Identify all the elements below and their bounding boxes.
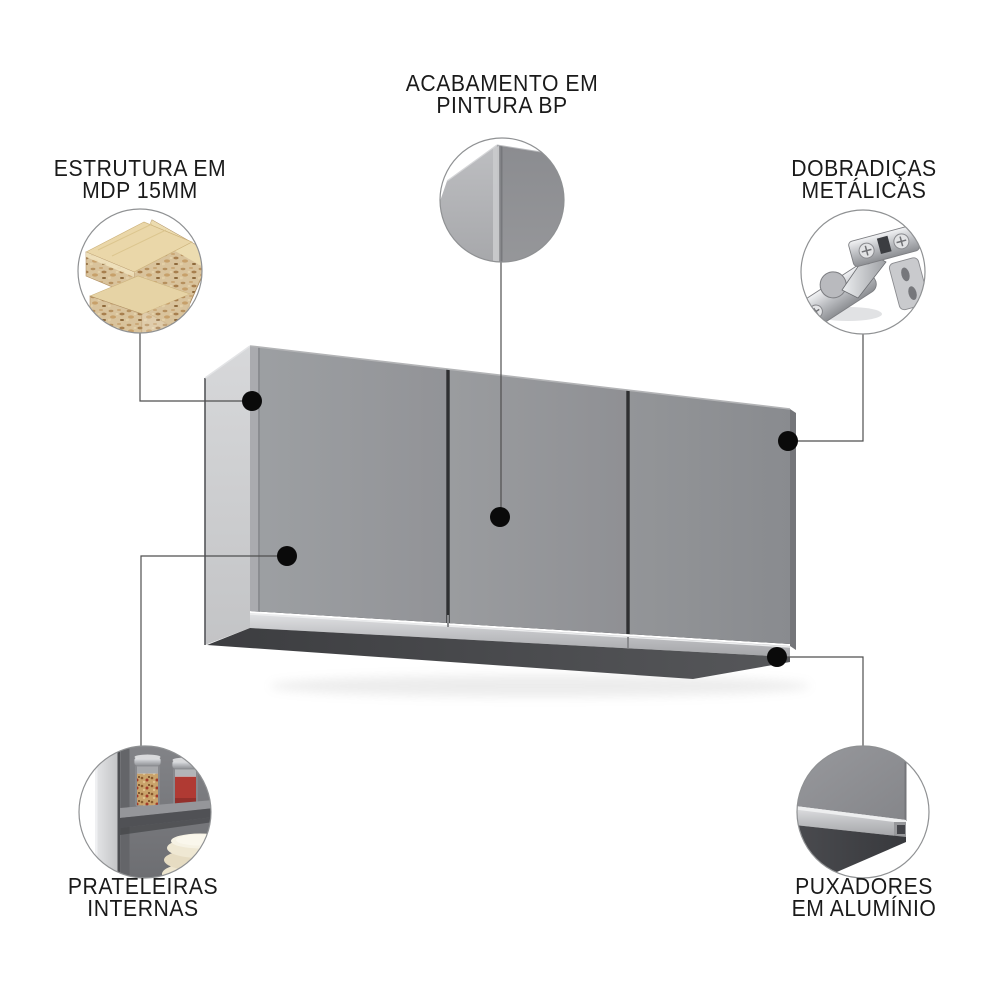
- cabinet-underside: [207, 628, 790, 679]
- shelf-front-edge: [120, 808, 211, 828]
- wood-grain-lines: [97, 223, 167, 257]
- circle-border: [78, 745, 212, 879]
- handle-strip-highlight: [249, 613, 791, 648]
- callout-dot-puxadores: [767, 647, 787, 667]
- feature-label-puxadores: PUXADORES EM ALUMÍNIO: [791, 873, 937, 921]
- door-edge-shadow: [117, 746, 120, 878]
- callout-dot-acabamento: [490, 507, 510, 527]
- painted-corner-line: [500, 146, 503, 262]
- door-right-edge: [904, 746, 907, 821]
- cabinet-right-edge: [790, 409, 796, 650]
- callout-dots: [242, 391, 798, 667]
- feature-photo-internal-shelves: [78, 745, 212, 879]
- glass-jar-red-spice: [171, 757, 200, 807]
- hinge-mounting-block: [848, 225, 920, 267]
- side-panel-top-edge: [204, 345, 251, 379]
- callout-line-estrutura: [139, 333, 252, 402]
- door-edge-highlight: [95, 746, 98, 878]
- circle-border: [439, 137, 565, 263]
- feature-photo-metal-hinge: [800, 209, 926, 335]
- painted-top-edge-left: [446, 144, 498, 182]
- callout-dot-dobradicas: [778, 431, 798, 451]
- feature-label-prateleiras: PRATELEIRAS INTERNAS: [67, 873, 219, 921]
- callout-dot-prateleiras: [277, 546, 297, 566]
- callout-line-dobradicas: [788, 334, 864, 442]
- shelf-top: [120, 800, 211, 818]
- mdp-bottom-board-side: [142, 294, 190, 333]
- glass-jar-granola: [133, 754, 162, 807]
- mdp-front-top-line: [86, 252, 134, 277]
- circle-border: [796, 745, 930, 879]
- feature-photo-aluminum-handle: [796, 745, 930, 879]
- feature-label-estrutura: ESTRUTURA EM MDP 15MM: [53, 155, 227, 203]
- cabinet-side-panel: [205, 346, 250, 645]
- open-door-edge: [96, 746, 120, 878]
- aluminum-profile-closeup: [797, 806, 906, 837]
- feature-label-dobradicas: DOBRADIÇAS METÁLICAS: [791, 155, 937, 203]
- circle-border: [77, 208, 203, 334]
- painted-corner-highlight: [493, 146, 499, 262]
- callout-dot-estrutura: [242, 391, 262, 411]
- callout-line-puxadores: [777, 656, 864, 746]
- cabinet-3-door-illustration: [204, 345, 810, 697]
- aluminum-handle-strip: [250, 613, 790, 657]
- cabinet-door-left: [250, 346, 447, 623]
- painted-right-face: [497, 145, 564, 262]
- profile-end-notch: [897, 825, 905, 834]
- callout-lines: [139, 262, 864, 746]
- cabinet-top-edge: [249, 345, 791, 410]
- shelf-shadow: [120, 817, 211, 835]
- cabinet-door-right: [629, 390, 790, 644]
- feature-label-acabamento: ACABAMENTO EM PINTURA BP: [405, 70, 599, 118]
- callout-line-prateleiras: [140, 555, 287, 746]
- cabinet-door-middle: [449, 369, 627, 634]
- feature-photo-mdp-boards: [77, 208, 203, 334]
- hinge-side-plate: [888, 257, 925, 311]
- door-left-edge-highlight: [250, 346, 258, 612]
- feature-photo-paint-finish: [439, 137, 565, 263]
- profile-highlight: [797, 806, 906, 824]
- cabinet-floor-shadow: [270, 675, 810, 697]
- circle-border: [800, 209, 926, 335]
